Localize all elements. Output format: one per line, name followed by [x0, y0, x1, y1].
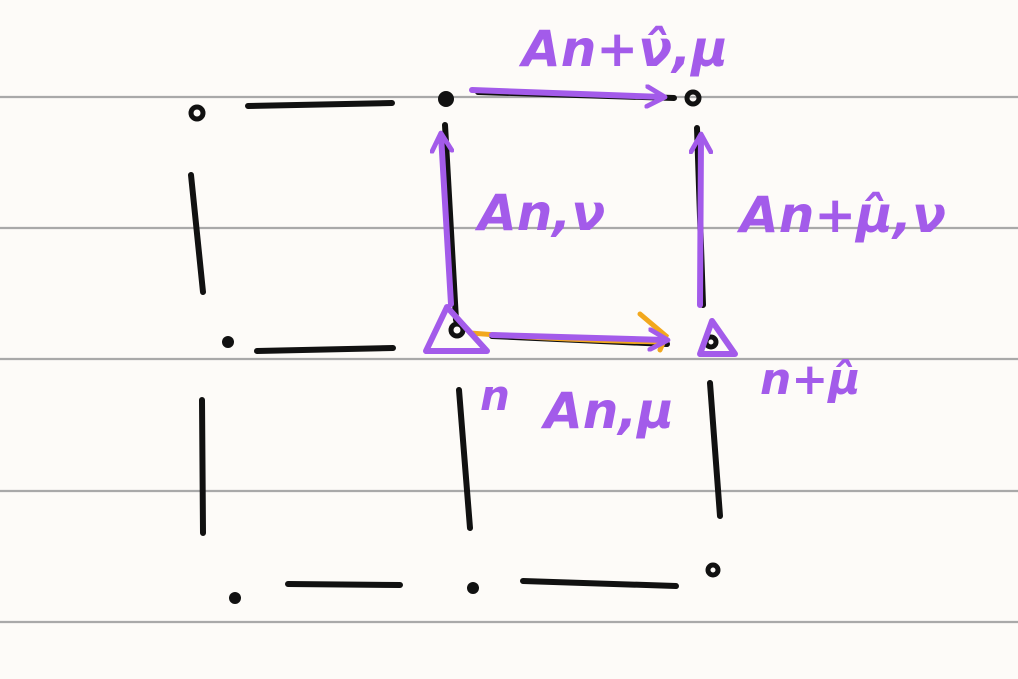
- label-left-link: An,ν: [474, 184, 605, 242]
- link-arrows: [441, 90, 701, 340]
- site-marker-triangle: [697, 318, 738, 357]
- ruled-lines: [0, 95, 1018, 624]
- lattice-site: [684, 89, 702, 107]
- lattice-link: [254, 345, 396, 354]
- label-site-n: n: [480, 371, 510, 420]
- arrow-bottom-link: [489, 335, 666, 340]
- lattice-link: [707, 380, 723, 519]
- lattice-site: [705, 562, 721, 578]
- lattice-site: [188, 104, 206, 122]
- link-labels: An+ν̂,μ An,ν An+μ̂,ν An,μ n n+μ̂: [474, 20, 946, 440]
- lattice-link: [442, 122, 459, 323]
- lattice-site: [467, 582, 479, 594]
- lattice-site: [438, 91, 454, 107]
- lattice-link: [245, 100, 395, 109]
- lattice-sites: [188, 89, 721, 604]
- label-right-link: An+μ̂,ν: [736, 186, 946, 244]
- lattice-link: [520, 578, 679, 589]
- lattice-site: [229, 592, 241, 604]
- lattice-link: [456, 387, 473, 531]
- arrow-left-link: [441, 135, 451, 307]
- lattice-site: [448, 321, 466, 339]
- lattice-site: [222, 336, 234, 348]
- label-bottom-link: An,μ: [540, 382, 674, 440]
- site-marker-triangle: [423, 304, 490, 354]
- arrow-right-link: [700, 136, 701, 308]
- arrow-top-link: [469, 90, 663, 97]
- label-top-link: An+ν̂,μ: [518, 20, 728, 78]
- label-site-n-plus-mu: n+μ̂: [760, 354, 861, 405]
- lattice-link: [188, 172, 206, 295]
- lattice-link: [285, 581, 403, 588]
- lattice-link: [199, 397, 206, 536]
